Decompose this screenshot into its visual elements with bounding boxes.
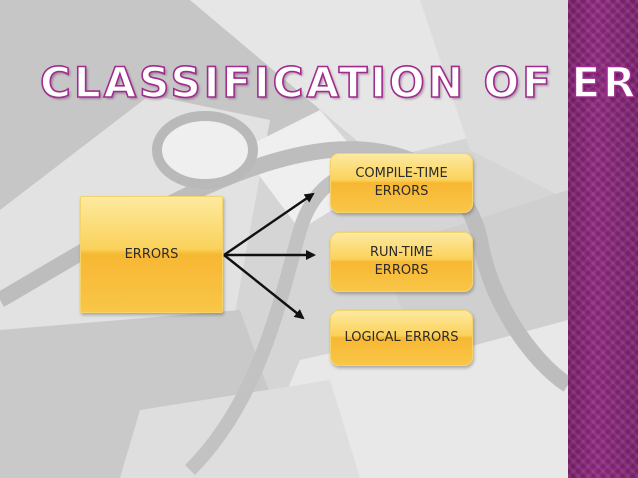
errors-label: ERRORS [124, 246, 179, 262]
compile-time-errors-box: COMPILE-TIME ERRORS [330, 153, 473, 213]
logical-errors-label: LOGICAL ERRORS [344, 330, 459, 345]
slide-title: CLASSIFICATION OF ERRORS [39, 58, 638, 107]
errors-box: ERRORS [80, 196, 223, 313]
logical-errors-box: LOGICAL ERRORS [330, 310, 473, 366]
run-time-errors-label: RUN-TIME ERRORS [370, 245, 433, 278]
arrow-to-logical [223, 254, 305, 320]
purple-side-stripe [568, 0, 638, 478]
compile-time-errors-label: COMPILE-TIME ERRORS [355, 166, 448, 199]
run-time-errors-box: RUN-TIME ERRORS [330, 232, 473, 292]
arrow-to-compile-time [223, 192, 315, 256]
